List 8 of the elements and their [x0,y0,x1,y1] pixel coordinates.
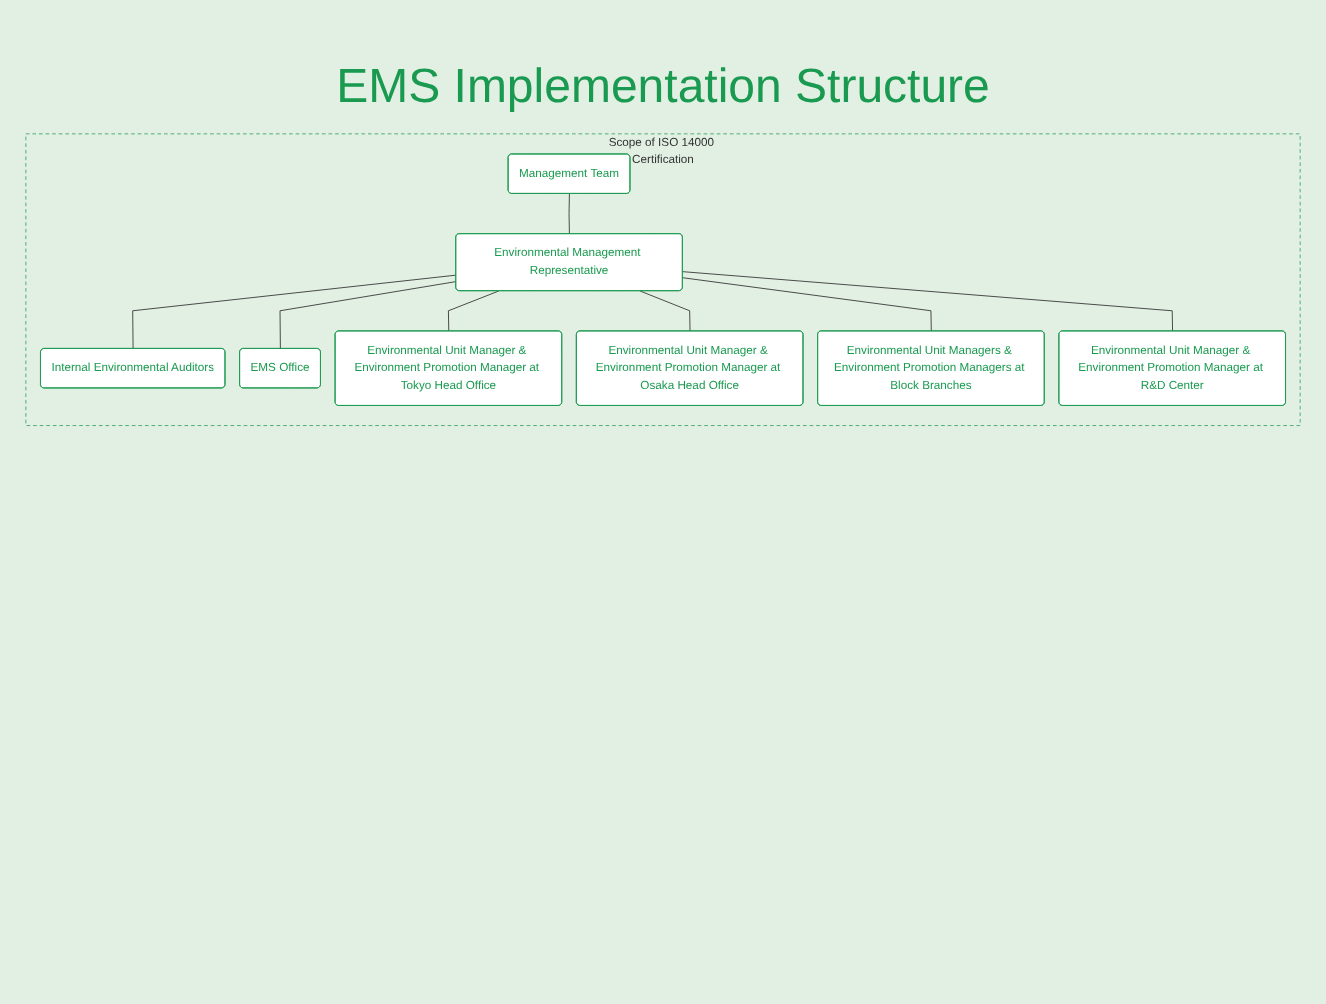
connector [682,277,932,332]
connector [568,193,570,235]
connector [682,271,1173,332]
connector [279,281,457,350]
connector [132,274,457,350]
connector [447,290,500,332]
title: EMS Implementation Structure [334,58,992,116]
connector [639,290,691,332]
